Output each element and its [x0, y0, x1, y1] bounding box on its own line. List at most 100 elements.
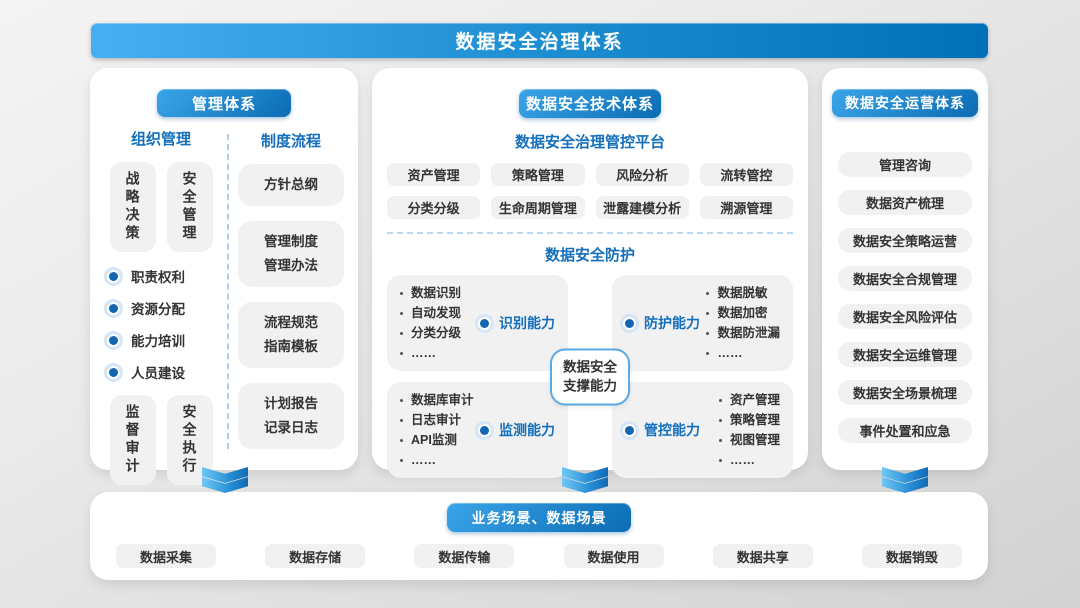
platform-item: 泄露建模分析	[595, 196, 689, 219]
dot-icon	[400, 458, 403, 462]
dot-icon	[400, 418, 403, 422]
protection-title: 数据安全防护	[544, 247, 635, 264]
operations-item: 数据安全运维管理	[838, 342, 972, 367]
list-item: ……	[400, 343, 461, 363]
operations-item: 数据安全风险评估	[838, 304, 972, 329]
organization-management-title: 组织管理	[130, 131, 191, 148]
platform-item: 溯源管理	[699, 196, 793, 219]
scenario-item-row: 数据采集 数据存储 数据传输 数据使用 数据共享 数据销毁	[90, 544, 988, 568]
dot-icon	[718, 398, 722, 402]
support-capability-badge: 数据安全 支撑能力	[550, 347, 630, 406]
process-title: 制度流程	[260, 133, 321, 150]
supervision-audit-box: 监督审计	[109, 395, 156, 485]
capability-box-control: 管控能力 资产管理 策略管理 视图管理 ……	[612, 382, 793, 478]
platform-title: 数据安全治理管控平台	[514, 134, 665, 151]
operations-item: 数据安全合规管理	[838, 266, 972, 291]
platform-item: 分类分级	[387, 196, 481, 219]
list-item: 数据防泄漏	[706, 323, 780, 343]
scenario-item: 数据传输	[414, 544, 515, 568]
list-item: 视图管理	[718, 430, 780, 450]
list-item: 数据识别	[400, 283, 461, 303]
list-item: ……	[400, 450, 474, 470]
platform-item: 生命周期管理	[491, 196, 585, 219]
platform-grid: 资产管理 策略管理 风险分析 流转管控 分类分级 生命周期管理 泄露建模分析 溯…	[387, 163, 793, 219]
scenario-item: 数据共享	[712, 544, 813, 568]
list-item: 数据库审计	[400, 390, 474, 410]
capability-box-identify: 数据识别 自动发现 分类分级 …… 识别能力	[387, 275, 568, 371]
platform-item: 流转管控	[699, 163, 793, 186]
bullet-dot-icon	[109, 335, 118, 345]
platform-item: 资产管理	[387, 163, 481, 186]
policy-outline-box: 方针总纲	[238, 164, 344, 206]
bullet-dot-icon	[480, 425, 489, 435]
list-item: 能力培训	[109, 330, 185, 350]
capability-box-protect: 防护能力 数据脱敏 数据加密 数据防泄漏 ……	[612, 275, 793, 371]
operations-item: 事件处置和应急	[838, 418, 972, 443]
list-item: 数据加密	[706, 303, 780, 323]
bullet-dot-icon	[109, 271, 118, 281]
operations-item: 数据安全场景梳理	[838, 380, 972, 405]
list-item: 数据脱敏	[706, 283, 780, 303]
list-item: 职责权利	[109, 266, 185, 286]
organization-management-column: 组织管理 战略决策 安全管理 职责权利 资源分配 能力培训 人员建设 监督审计 …	[103, 128, 219, 485]
platform-item: 风险分析	[595, 163, 689, 186]
security-management-box: 安全管理	[166, 162, 213, 252]
platform-item: 策略管理	[491, 163, 585, 186]
management-rules-box: 管理制度 管理办法	[238, 221, 344, 287]
dashed-divider-vertical	[227, 134, 229, 449]
dot-icon	[706, 311, 710, 315]
org-bullet-list: 职责权利 资源分配 能力培训 人员建设	[103, 266, 185, 382]
process-spec-box: 流程规范 指南模板	[238, 302, 344, 368]
dot-icon	[400, 398, 403, 402]
list-item: 自动发现	[400, 303, 461, 323]
capability-label-protect: 防护能力	[625, 313, 700, 333]
list-item: API监测	[400, 430, 474, 450]
list-item: 日志审计	[400, 410, 474, 430]
dot-icon	[706, 351, 710, 355]
operations-item: 数据资产梳理	[838, 190, 972, 215]
bullet-dot-icon	[625, 318, 634, 328]
list-item: 策略管理	[718, 410, 780, 430]
scenario-item: 数据采集	[116, 544, 216, 568]
strategy-decision-box: 战略决策	[109, 162, 156, 252]
bullet-dot-icon	[625, 425, 634, 435]
bullet-dot-icon	[109, 303, 118, 313]
list-item: 分类分级	[400, 323, 461, 343]
scenario-item: 数据使用	[563, 544, 664, 568]
double-chevron-down-icon	[882, 467, 928, 493]
security-execution-box: 安全执行	[166, 395, 213, 485]
plan-report-box: 计划报告 记录日志	[238, 383, 344, 449]
dot-icon	[400, 331, 403, 335]
dashed-divider-horizontal	[387, 232, 793, 234]
dot-icon	[400, 311, 403, 315]
list-item: 资产管理	[718, 390, 780, 410]
technical-system-panel: 数据安全技术体系 数据安全治理管控平台 资产管理 策略管理 风险分析 流转管控 …	[372, 68, 808, 478]
scenario-item: 数据销毁	[861, 544, 962, 568]
list-item: 人员建设	[109, 362, 185, 382]
capability-label-identify: 识别能力	[480, 313, 555, 333]
capability-label-control: 管控能力	[625, 420, 700, 440]
dot-icon	[718, 438, 722, 442]
dot-icon	[718, 458, 722, 462]
double-chevron-down-icon	[202, 467, 248, 493]
scenario-item: 数据存储	[265, 544, 366, 568]
dot-icon	[400, 291, 403, 295]
list-item: ……	[718, 450, 780, 470]
capability-quadrants: 数据识别 自动发现 分类分级 …… 识别能力 防护能力 数据脱敏 数据加密 数据…	[387, 275, 793, 478]
operations-item-list: 管理咨询 数据资产梳理 数据安全策略运营 数据安全合规管理 数据安全风险评估 数…	[838, 152, 972, 443]
bullet-dot-icon	[109, 367, 118, 377]
management-system-header: 管理体系	[157, 89, 291, 117]
dot-icon	[706, 291, 710, 295]
operations-system-panel: 数据安全运营体系 管理咨询 数据资产梳理 数据安全策略运营 数据安全合规管理 数…	[822, 68, 988, 470]
dot-icon	[400, 438, 403, 442]
dot-icon	[400, 351, 403, 355]
list-item: ……	[706, 343, 780, 363]
bullet-dot-icon	[480, 318, 489, 328]
page-title: 数据安全治理体系	[91, 23, 988, 58]
list-item: 资源分配	[109, 298, 185, 318]
operations-system-header: 数据安全运营体系	[832, 89, 978, 117]
double-chevron-down-icon	[562, 467, 608, 493]
scenarios-header: 业务场景、数据场景	[447, 503, 631, 532]
operations-item: 管理咨询	[838, 152, 972, 177]
